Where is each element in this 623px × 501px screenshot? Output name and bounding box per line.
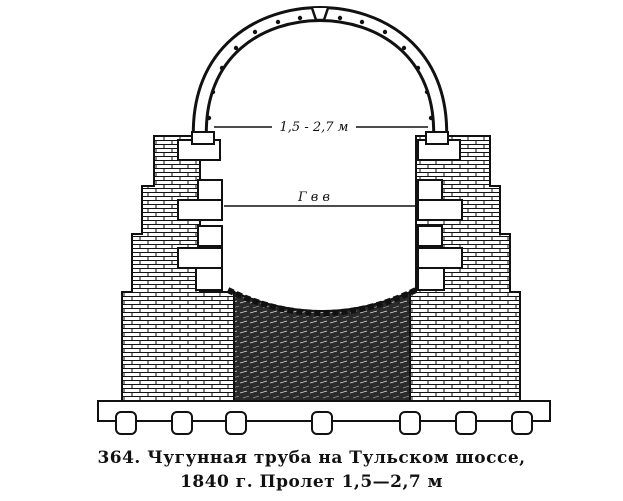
masonry-fill bbox=[233, 290, 411, 402]
caption-line-1: 364. Чугунная труба на Тульском шоссе, bbox=[97, 448, 526, 468]
left-arch-shoe bbox=[191, 131, 215, 145]
figure-caption: 364. Чугунная труба на Тульском шоссе, 1… bbox=[0, 446, 623, 494]
span-label: 1,5 - 2,7 м bbox=[280, 120, 349, 135]
foundation-piles bbox=[115, 411, 533, 435]
cast-iron-arch bbox=[191, 5, 449, 145]
caption-line-2: 1840 г. Пролет 1,5—2,7 м bbox=[180, 472, 443, 492]
water-level-label: Г в в bbox=[297, 190, 330, 205]
crown-joint bbox=[310, 7, 330, 22]
right-abutment bbox=[409, 135, 521, 402]
right-arch-shoe bbox=[425, 131, 449, 145]
left-abutment bbox=[121, 135, 235, 402]
